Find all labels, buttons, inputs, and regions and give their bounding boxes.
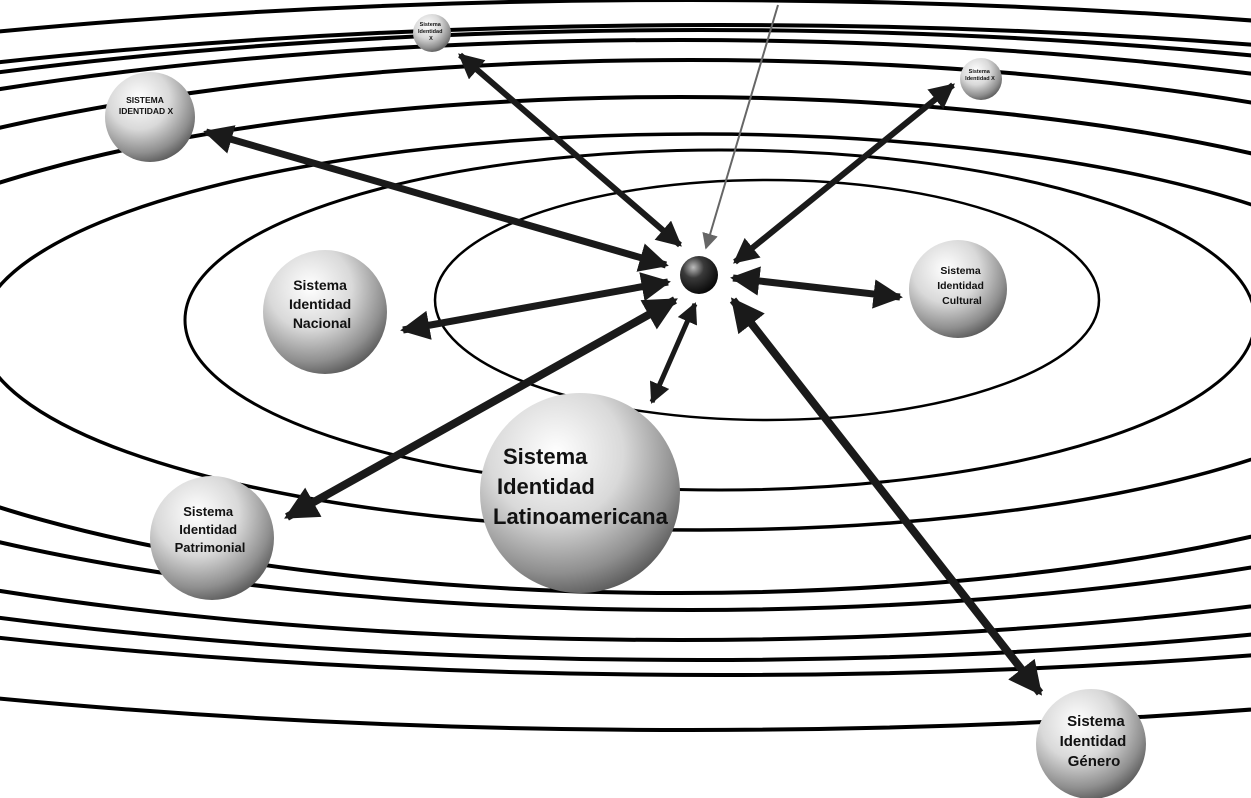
- node-patrimonial: Sistema Identidad Patrimonial: [150, 476, 274, 600]
- label-genero-1: Sistema: [1067, 713, 1125, 730]
- arrow-cultural: [730, 266, 903, 309]
- svg-text:SISTEMA IDENTIDAD X: SISTEMA IDENTIDAD X: [119, 95, 174, 116]
- label-patrimonial-3: Patrimonial: [175, 540, 246, 555]
- node-nacional: Sistema Identidad Nacional: [263, 250, 387, 374]
- orbit-ring-3: [0, 132, 1251, 532]
- arrow-x-right: [733, 82, 955, 265]
- label-x-left-2: IDENTIDAD X: [119, 106, 174, 116]
- label-cultural-2: Identidad: [937, 280, 984, 292]
- label-x-right-1: Sistema: [969, 69, 991, 75]
- label-patrimonial-2: Identidad: [179, 522, 237, 537]
- label-latino-3: Latinoamericana: [493, 504, 669, 529]
- svg-text:Sistema Identidad: Sistema Identidad X: [418, 22, 444, 42]
- label-genero-2: Identidad: [1060, 733, 1127, 750]
- node-x-right: Sistema Identidad X: [960, 58, 1002, 100]
- node-genero: Sistema Identidad Género: [1036, 689, 1146, 798]
- sphere-x-top: [413, 14, 451, 52]
- node-latinoamericana: Sistema Identidad Latinoamericana: [480, 393, 680, 593]
- arrow-x-top: [458, 52, 682, 248]
- label-x-left-1: SISTEMA: [126, 95, 164, 105]
- label-latino-2: Identidad: [497, 474, 595, 499]
- orbit-ring-9: [0, 0, 1251, 732]
- label-cultural-1: Sistema: [940, 265, 980, 277]
- arrow-x-left: [203, 125, 669, 272]
- svg-text:Sistema Identidad: Sistema Identidad Patrimonial: [175, 504, 246, 555]
- connection-arrows: [203, 52, 1044, 696]
- label-x-top-1: Sistema: [420, 22, 442, 28]
- node-x-left: SISTEMA IDENTIDAD X: [105, 72, 195, 162]
- label-latino-1: Sistema: [503, 444, 588, 469]
- arrow-latino: [649, 302, 698, 404]
- label-x-top-2: Identidad: [418, 29, 442, 35]
- orbit-ring-7: [0, 28, 1251, 662]
- label-genero-3: Género: [1068, 753, 1121, 770]
- sphere-genero: [1036, 689, 1146, 798]
- label-cultural-3: Cultural: [942, 295, 982, 307]
- label-nacional-2: Identidad: [289, 296, 351, 312]
- label-nacional-3: Nacional: [293, 315, 351, 331]
- node-cultural: Sistema Identidad Cultural: [909, 240, 1007, 338]
- orbit-ring-6: [0, 38, 1251, 642]
- sphere-cultural: [909, 240, 1007, 338]
- sphere-nacional: [263, 250, 387, 374]
- orbit-ring-8: [0, 23, 1251, 677]
- label-patrimonial-1: Sistema: [183, 504, 234, 519]
- core-sphere: [680, 256, 718, 294]
- label-nacional-1: Sistema: [293, 277, 347, 293]
- svg-text:Sistema Identidad: Sistema Identidad Cultural: [937, 265, 987, 307]
- svg-text:Sistema Identidad: Sistema Identidad Nacional: [289, 277, 355, 331]
- orbit-ring-2: [183, 148, 1251, 492]
- sphere-x-left: [105, 72, 195, 162]
- orbit-ring-5: [0, 58, 1251, 612]
- sphere-x-right: [960, 58, 1002, 100]
- arrow-genero: [729, 297, 1044, 696]
- svg-text:Sistema Identidad X: Sistema Identidad X: [965, 69, 995, 82]
- svg-text:Sistema Identidad: Sistema Identidad Género: [1060, 713, 1131, 770]
- sphere-latinoamericana: [480, 393, 680, 593]
- sphere-patrimonial: [150, 476, 274, 600]
- label-x-top-3: X: [429, 36, 433, 42]
- node-x-top: Sistema Identidad X: [413, 14, 451, 52]
- arrow-patrimonial: [284, 296, 678, 521]
- label-x-right-2: Identidad X: [965, 76, 995, 82]
- svg-text:Sistema Identidad: Sistema Identidad Latinoamericana: [493, 444, 669, 529]
